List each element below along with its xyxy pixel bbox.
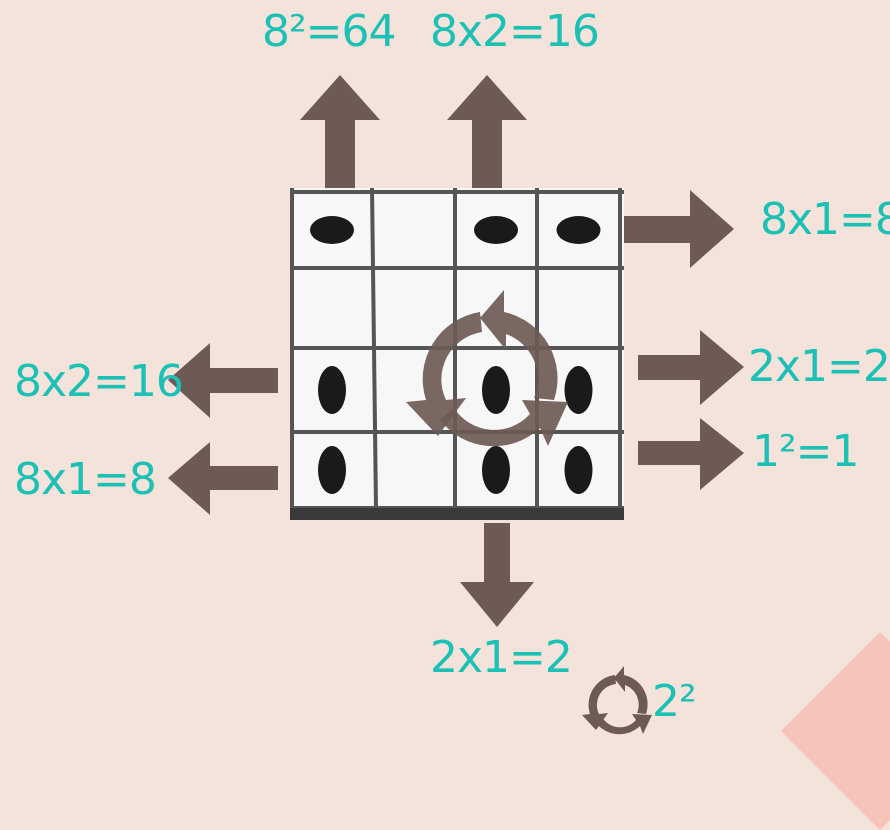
beans-group: [310, 216, 601, 494]
arrow-right-top: [624, 190, 734, 268]
arrow-right-mid: [638, 330, 744, 405]
arrow-up-left: [300, 75, 380, 188]
small-rotate-cycle-icon: [582, 666, 652, 735]
label-right-mid: 2x1=2: [748, 341, 890, 392]
label-right-top: 8x1=8: [760, 194, 890, 245]
label-rotation-note: 2²: [652, 676, 697, 727]
label-top-right: 8x2=16: [430, 6, 600, 57]
bean: [482, 446, 510, 494]
diagram-canvas: [168, 75, 744, 735]
bean: [474, 216, 518, 244]
label-right-bottom: 1²=1: [752, 426, 859, 477]
bean-grid: [290, 187, 624, 520]
bean: [564, 366, 593, 414]
bean: [318, 446, 346, 494]
arrow-up-right: [447, 75, 527, 188]
rotate-cycle-icon: [406, 290, 568, 447]
label-left-bottom: 8x1=8: [14, 454, 157, 505]
bean: [482, 366, 510, 414]
bean: [564, 446, 593, 494]
bean: [310, 216, 354, 244]
arrow-down: [460, 523, 534, 627]
label-top-left: 8²=64: [262, 6, 396, 57]
bean: [318, 366, 346, 414]
grid-bottom-edge: [290, 508, 624, 520]
arrow-right-bottom: [638, 418, 744, 490]
label-bottom: 2x1=2: [430, 632, 573, 683]
arrow-left-mid: [168, 343, 278, 418]
arrow-left-bottom: [168, 442, 278, 515]
label-left-mid: 8x2=16: [14, 356, 184, 407]
bean: [556, 216, 601, 244]
